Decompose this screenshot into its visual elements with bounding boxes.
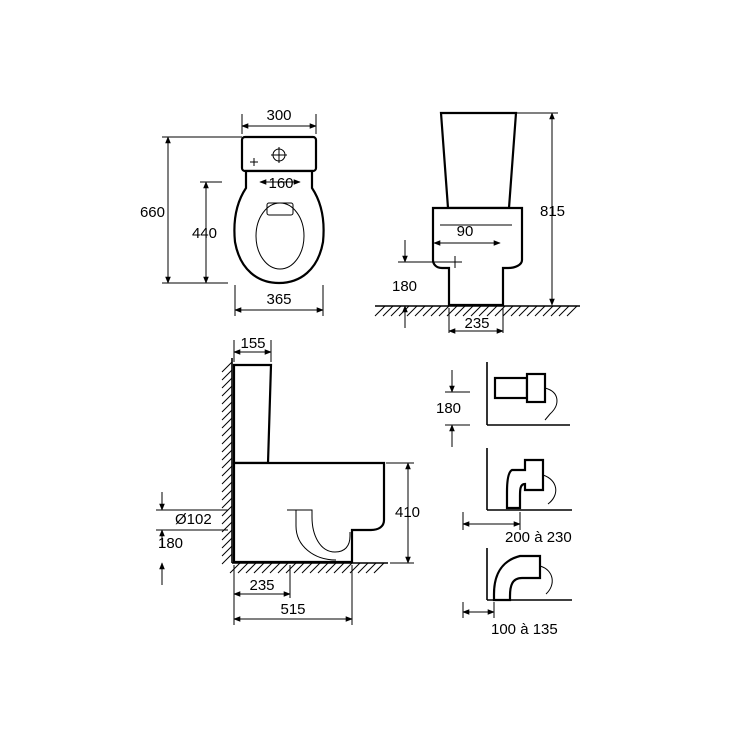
dim-180-variant: 180 [436, 400, 461, 417]
dim-200-230: 200 à 230 [505, 529, 572, 546]
dim-815: 815 [540, 203, 565, 220]
hatch-line [285, 562, 297, 574]
hatch-line [414, 305, 426, 317]
hatch-line [253, 562, 265, 574]
hatch-line [221, 457, 233, 469]
hatch-line [221, 545, 233, 557]
hatch-line [277, 562, 289, 574]
hatch-line [333, 562, 345, 574]
section-trap [287, 509, 351, 553]
hatch-line [430, 305, 442, 317]
dim-235-side: 235 [464, 315, 489, 332]
dim-102: Ø102 [175, 511, 212, 528]
hatch-line [534, 305, 546, 317]
side-tank [439, 111, 518, 210]
dim-180-side: 180 [392, 278, 417, 295]
hatch-line [221, 401, 233, 413]
dim-155: 155 [240, 335, 265, 352]
hatch-line [301, 562, 313, 574]
dim-660: 660 [140, 204, 165, 221]
front-view: 300 660 160 440 365 [140, 107, 325, 316]
hatch-line [494, 305, 506, 317]
hatch-line [221, 553, 233, 565]
hatch-line [550, 305, 562, 317]
outlet-variants: 180 200 à 230 100 à 135 [436, 362, 572, 638]
hatch-line [382, 305, 394, 317]
hatch-line [317, 562, 329, 574]
hatch-line [390, 305, 402, 317]
hatch-line [510, 305, 522, 317]
front-bowl [233, 169, 325, 285]
hatch-line [542, 305, 554, 317]
hatch-line [325, 562, 337, 574]
dim-410: 410 [395, 504, 420, 521]
dim-235-section: 235 [249, 577, 274, 594]
hatch-line [558, 305, 570, 317]
hatch-line [486, 305, 498, 317]
hatch-line [229, 562, 241, 574]
hatch-line [221, 409, 233, 421]
outlet-variant-horizontal: 180 [436, 362, 570, 447]
hatch-line [221, 513, 233, 525]
hatch-line [245, 562, 257, 574]
hatch-line [422, 305, 434, 317]
hatch-line [221, 537, 233, 549]
hatch-line [221, 369, 233, 381]
hatch-line [566, 305, 578, 317]
dim-365: 365 [266, 291, 291, 308]
dim-515: 515 [280, 601, 305, 618]
section-view: 155 410 Ø102 180 235 515 [156, 335, 420, 625]
dim-90: 90 [457, 223, 474, 240]
hatch-line [221, 465, 233, 477]
dim-100-135: 100 à 135 [491, 621, 558, 638]
hatch-line [398, 305, 410, 317]
hatch-line [365, 562, 377, 574]
hatch-line [357, 562, 369, 574]
section-tank [232, 363, 273, 465]
hatch-line [221, 497, 233, 509]
hatch-line [462, 305, 474, 317]
hatch-line [221, 441, 233, 453]
hatch-line [374, 305, 386, 317]
side-bowl [431, 206, 524, 307]
dim-300: 300 [266, 107, 291, 124]
hatch-line [478, 305, 490, 317]
section-bowl [232, 461, 386, 564]
hatch-line [406, 305, 418, 317]
outlet-variant-floor: 100 à 135 [462, 548, 572, 638]
hatch-line [221, 361, 233, 373]
hatch-line [221, 481, 233, 493]
hatch-line [221, 433, 233, 445]
hatch-line [293, 562, 305, 574]
hatch-line [221, 425, 233, 437]
hatch-line [373, 562, 385, 574]
hatch-line [221, 473, 233, 485]
side-view: 815 90 180 235 [374, 111, 580, 334]
hatch-line [237, 562, 249, 574]
hatch-line [221, 449, 233, 461]
hatch-line [261, 562, 273, 574]
hatch-line [518, 305, 530, 317]
hatch-line [221, 529, 233, 541]
hatch-line [470, 305, 482, 317]
hatch-line [341, 562, 353, 574]
hatch-line [221, 393, 233, 405]
hatch-line [221, 385, 233, 397]
hatch-line [221, 505, 233, 517]
hatch-line [502, 305, 514, 317]
dim-160: 160 [268, 175, 293, 192]
hatch-line [221, 417, 233, 429]
outlet-variant-bend: 200 à 230 [462, 448, 572, 546]
hatch-line [526, 305, 538, 317]
hatch-line [269, 562, 281, 574]
front-seat-hinge [266, 202, 294, 216]
hatch-line [221, 377, 233, 389]
hatch-line [454, 305, 466, 317]
hatch-line [438, 305, 450, 317]
dim-180-section: 180 [158, 535, 183, 552]
hatch-line [221, 489, 233, 501]
dim-440: 440 [192, 225, 217, 242]
hatch-line [309, 562, 321, 574]
